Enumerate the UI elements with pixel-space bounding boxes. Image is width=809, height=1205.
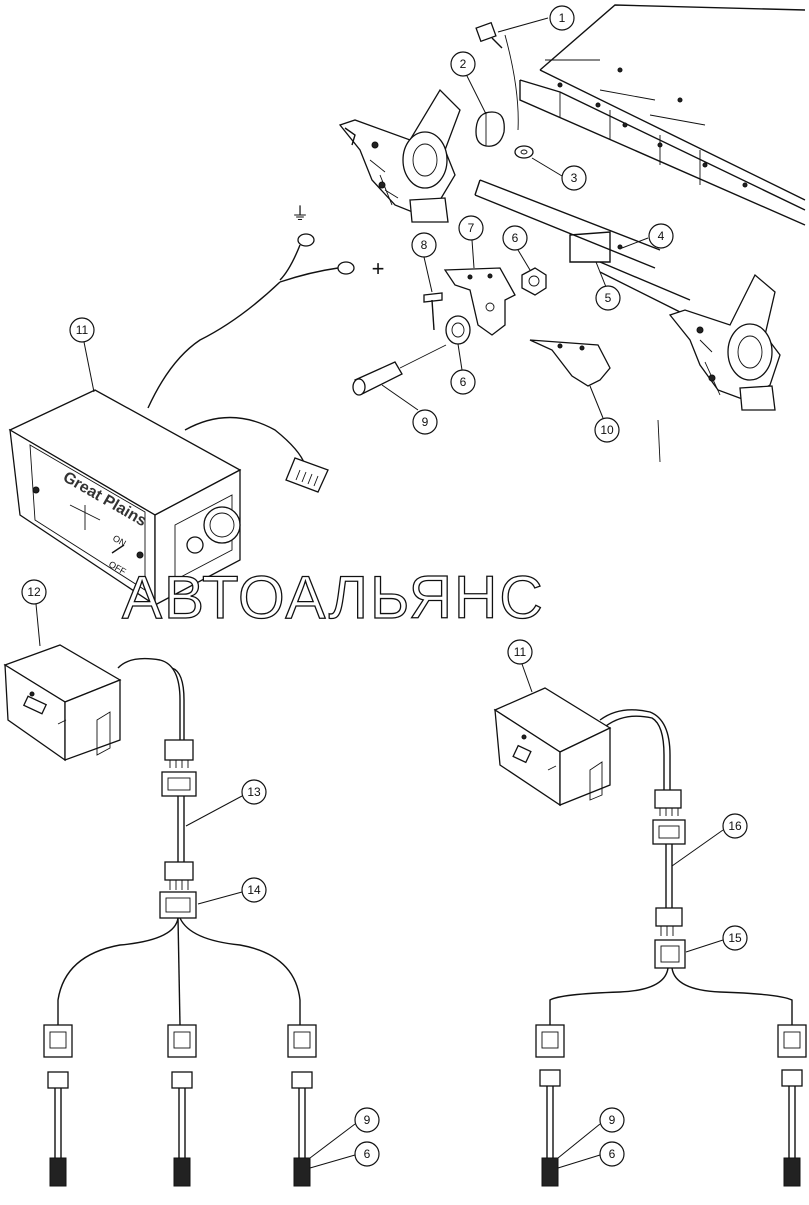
sensor-nut-part bbox=[445, 315, 471, 345]
callout-5-label: 5 bbox=[605, 291, 612, 305]
shaft-tube bbox=[474, 179, 691, 313]
bolt-part bbox=[475, 21, 519, 131]
toolbar-frame bbox=[519, 4, 806, 226]
harness-right bbox=[549, 709, 793, 1025]
callout-15: 15 bbox=[685, 925, 748, 953]
monitor-harness-connector bbox=[184, 416, 329, 493]
power-leads: ⏚ + bbox=[147, 204, 385, 409]
opener-left bbox=[338, 88, 461, 223]
watermark-text: АВТОАЛЬЯНС bbox=[122, 564, 545, 631]
washer-part bbox=[514, 145, 534, 159]
callout-4-label: 4 bbox=[658, 229, 665, 243]
ground-symbol: ⏚ bbox=[291, 204, 309, 224]
callout-11a: 11 bbox=[69, 317, 95, 393]
callout-1-label: 1 bbox=[559, 11, 566, 25]
callout-6d-label: 6 bbox=[609, 1147, 616, 1161]
sensor-bracket-part bbox=[529, 339, 611, 387]
callout-8-label: 8 bbox=[421, 238, 428, 252]
callout-11a-label: 11 bbox=[76, 323, 89, 337]
callout-9b: 9 bbox=[309, 1107, 380, 1159]
callout-8: 8 bbox=[411, 232, 437, 293]
callout-7: 7 bbox=[458, 215, 484, 269]
callout-16: 16 bbox=[671, 813, 748, 867]
callout-1: 1 bbox=[497, 5, 575, 33]
monitor-small-12 bbox=[3, 644, 122, 762]
callout-6c-label: 6 bbox=[364, 1147, 371, 1161]
callout-2: 2 bbox=[450, 51, 487, 115]
bracket-part bbox=[443, 267, 516, 336]
callout-14: 14 bbox=[197, 877, 267, 905]
callout-9b-label: 9 bbox=[364, 1113, 371, 1127]
callout-6a: 6 bbox=[502, 225, 531, 271]
callout-15-label: 15 bbox=[728, 931, 742, 945]
carriage-bolt-part bbox=[423, 292, 443, 331]
callout-9a: 9 bbox=[381, 384, 438, 435]
callout-6b: 6 bbox=[450, 343, 476, 395]
callout-5: 5 bbox=[595, 261, 621, 311]
callout-14-label: 14 bbox=[247, 883, 261, 897]
monitor-console: Great Plains ON OFF bbox=[8, 389, 242, 607]
sensor-part bbox=[352, 344, 447, 396]
harness-left bbox=[57, 657, 301, 1026]
callout-6c: 6 bbox=[309, 1141, 380, 1169]
callout-10: 10 bbox=[589, 385, 620, 443]
callout-16-label: 16 bbox=[728, 819, 742, 833]
callout-10-label: 10 bbox=[600, 423, 614, 437]
callout-3: 3 bbox=[531, 157, 587, 191]
callout-11b: 11 bbox=[507, 639, 533, 693]
clamp-part bbox=[475, 111, 505, 147]
positive-symbol: + bbox=[372, 256, 385, 281]
callout-9c-label: 9 bbox=[609, 1113, 616, 1127]
opener-right bbox=[657, 273, 781, 463]
callout-6b-label: 6 bbox=[460, 375, 467, 389]
callout-7-label: 7 bbox=[468, 221, 475, 235]
callout-2-label: 2 bbox=[460, 57, 467, 71]
callout-3-label: 3 bbox=[571, 171, 578, 185]
callout-6d: 6 bbox=[557, 1141, 625, 1169]
callout-12: 12 bbox=[21, 579, 47, 647]
callout-13: 13 bbox=[185, 779, 267, 827]
callout-13-label: 13 bbox=[247, 785, 261, 799]
callout-9a-label: 9 bbox=[422, 415, 429, 429]
sensor-leads-left bbox=[43, 1024, 317, 1187]
callout-12-label: 12 bbox=[27, 585, 41, 599]
callout-6a-label: 6 bbox=[512, 231, 519, 245]
callout-11b-label: 11 bbox=[514, 645, 527, 659]
callout-9c: 9 bbox=[557, 1107, 625, 1159]
sensor-leads-right bbox=[535, 1024, 807, 1187]
callout-4: 4 bbox=[621, 223, 674, 249]
nut-part bbox=[521, 267, 547, 296]
monitor-small-11 bbox=[493, 687, 612, 807]
